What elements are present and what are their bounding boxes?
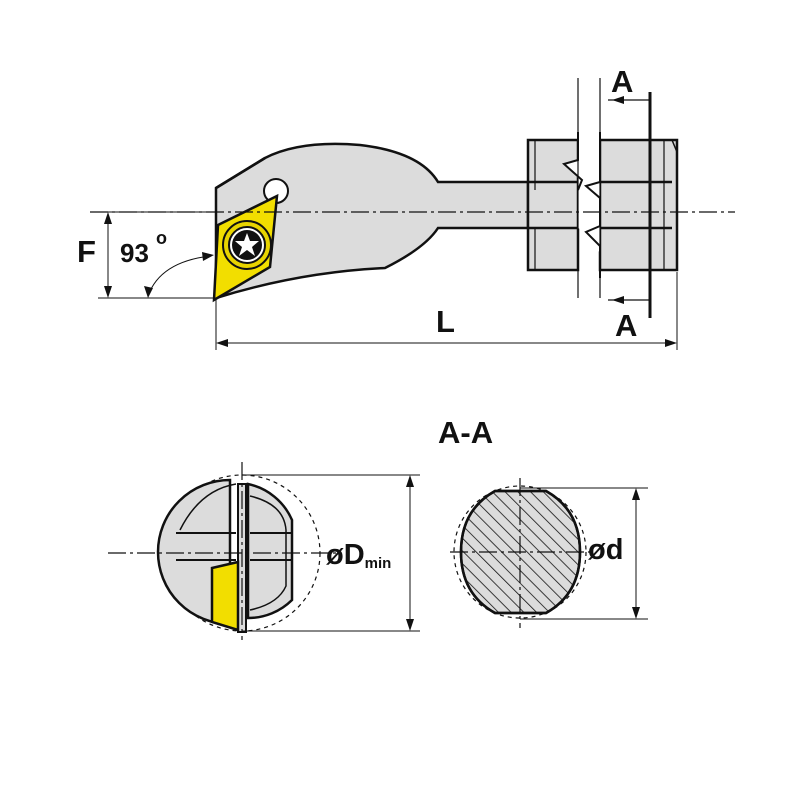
dim-d: [520, 487, 648, 620]
dim-f-label: F: [77, 234, 96, 269]
break-gap: [564, 132, 600, 278]
end-view: øDmin: [108, 462, 420, 640]
angle-arc: [144, 252, 214, 298]
dim-l: [215, 272, 678, 350]
dim-d-label: ød: [588, 534, 623, 566]
section-title: A-A: [438, 415, 493, 450]
section-marker-top: A: [611, 64, 633, 99]
dim-f: [98, 211, 216, 299]
dim-dmin-subscript: min: [365, 555, 392, 572]
angle-label: 93: [120, 238, 149, 268]
tool-shank: [526, 138, 679, 272]
dim-l-label: L: [436, 304, 455, 339]
section-cut-line: [608, 92, 652, 318]
section-marker-bottom: A: [615, 308, 637, 343]
end-view-insert: [210, 560, 240, 632]
side-view: F 93 o L A A: [77, 64, 735, 350]
dim-dmin-label: øDmin: [326, 539, 391, 572]
section-view: A-A ød: [438, 415, 648, 628]
section-dashed-circle: [453, 485, 587, 619]
angle-unit-label: o: [156, 228, 167, 248]
torx-screw-icon: [232, 230, 262, 260]
tool-head: [214, 142, 530, 300]
dim-dmin: [242, 474, 420, 632]
